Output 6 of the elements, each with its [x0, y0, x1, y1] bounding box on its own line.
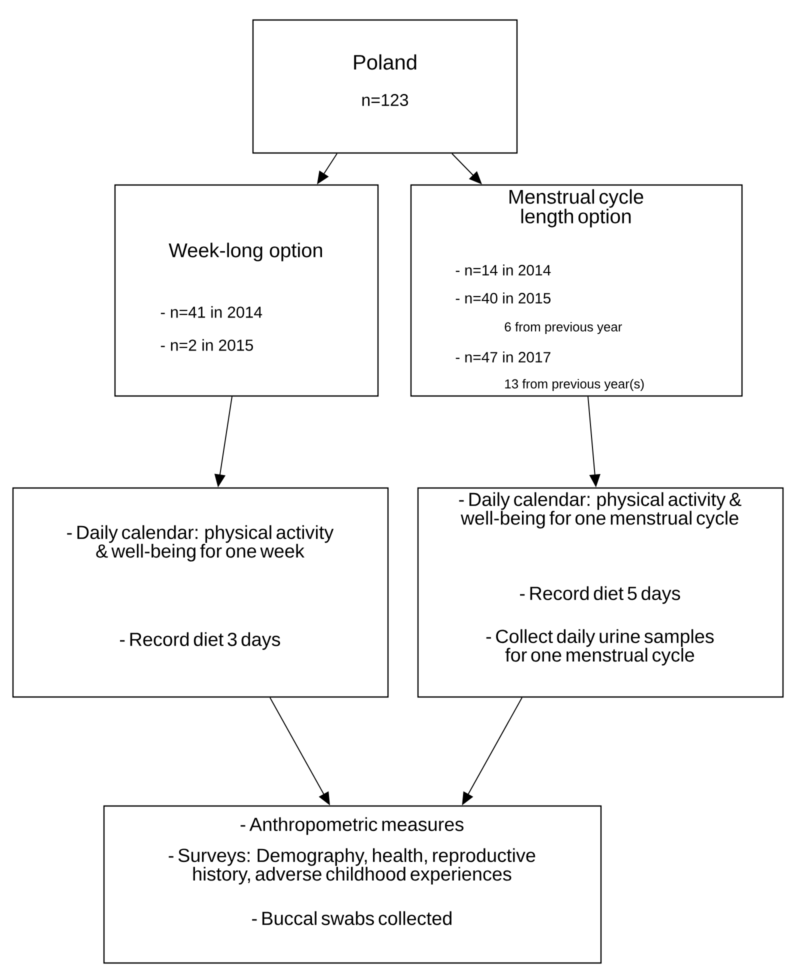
box: Menstrual cycle length option - n=14 in 2014 - n=40 in 2015 6 from previous year - n=47 in 2017 13 from previous year(s)	[410, 184, 743, 397]
box: - Daily calendar: physical activity & well-being for one menstrual cycle - Record diet 5 days - Collect daily urine samples for one menstrual cycle	[417, 487, 784, 698]
box: - Anthropometric measures - Surveys: Demography, health, reproductive history, adverse childhood experiences - Buccal swabs collected	[103, 805, 602, 964]
box: - Daily calendar: physical activity & well-being for one week - Record diet 3 days	[12, 487, 389, 698]
box: Week-long option - n=41 in 2014 - n=2 in 2015	[114, 184, 379, 397]
box: Poland n=123	[252, 19, 518, 154]
